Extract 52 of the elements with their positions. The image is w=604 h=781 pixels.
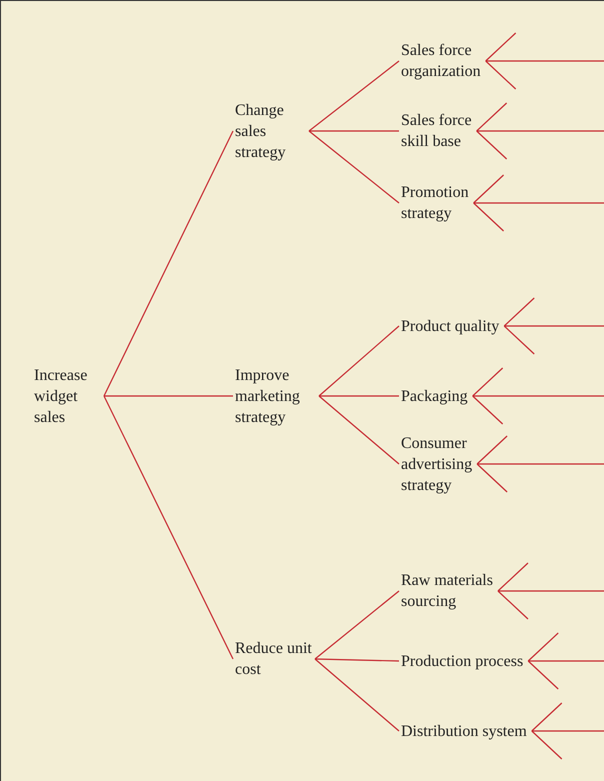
- node-label: Increase widget sales: [34, 364, 102, 428]
- branch-line: [308, 60, 400, 132]
- branch-line: [532, 730, 604, 732]
- node-label: Production process: [401, 650, 561, 672]
- branch-line: [528, 660, 559, 690]
- branch-line: [504, 325, 604, 327]
- branch-line: [103, 396, 234, 660]
- branch-line: [314, 590, 400, 660]
- node-label: Raw materials sourcing: [401, 570, 521, 612]
- branch-line: [473, 202, 504, 232]
- branch-line: [531, 702, 562, 732]
- node-label: Packaging: [401, 386, 531, 406]
- branch-line: [504, 326, 535, 354]
- branch-line: [498, 590, 604, 592]
- branch-line: [485, 32, 516, 62]
- branch-line: [104, 395, 233, 397]
- branch-line: [473, 174, 504, 204]
- branch-line: [472, 395, 604, 397]
- branch-line: [318, 326, 400, 396]
- node-label: Distribution system: [401, 720, 561, 742]
- branch-line: [103, 130, 234, 396]
- branch-line: [498, 562, 528, 592]
- branch-line: [528, 660, 604, 662]
- branch-line: [319, 395, 399, 397]
- node-label: Improve marketing strategy: [235, 364, 317, 428]
- branch-line: [314, 658, 400, 662]
- node-label: Sales force organization: [401, 40, 501, 82]
- branch-line: [476, 436, 508, 464]
- branch-line: [476, 102, 508, 132]
- branch-line: [476, 130, 604, 132]
- branch-line: [318, 396, 400, 464]
- branch-line: [504, 298, 535, 326]
- branch-line: [314, 658, 400, 732]
- branch-line: [476, 464, 508, 492]
- branch-line: [477, 463, 604, 465]
- branch-line: [528, 632, 559, 662]
- branch-line: [498, 590, 528, 620]
- node-label: Sales force skill base: [401, 110, 501, 152]
- branch-line: [486, 60, 604, 62]
- node-label: Reduce unit cost: [235, 638, 313, 680]
- branch-line: [309, 130, 399, 132]
- branch-line: [531, 730, 562, 760]
- branch-line: [308, 130, 400, 204]
- branch-line: [485, 60, 516, 90]
- branch-line: [476, 130, 508, 160]
- node-label: Promotion strategy: [401, 182, 501, 224]
- node-label: Consumer advertising strategy: [401, 432, 501, 496]
- branch-line: [474, 202, 604, 204]
- node-label: Product quality: [401, 316, 531, 336]
- branch-line: [472, 368, 504, 396]
- node-label: Change sales strategy: [235, 100, 307, 162]
- branch-line: [472, 396, 504, 424]
